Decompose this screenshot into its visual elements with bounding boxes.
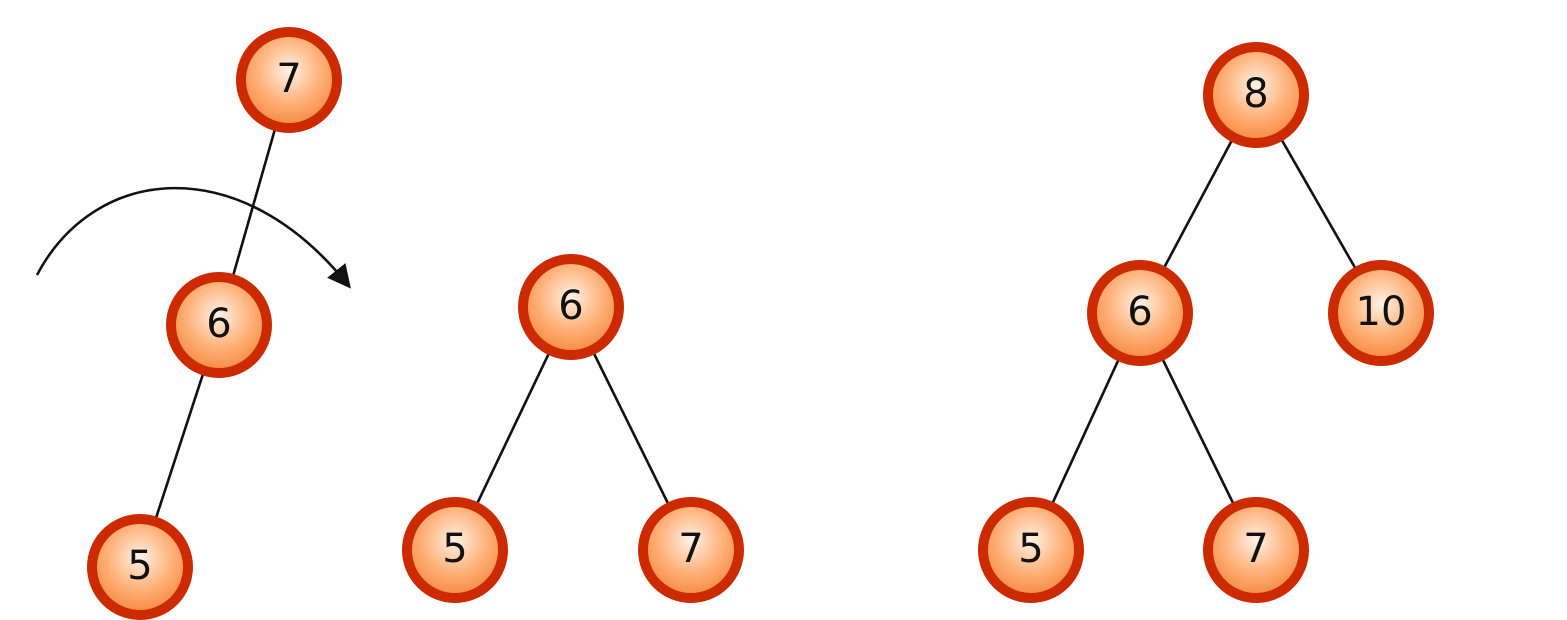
node-label: 7	[276, 56, 301, 102]
tree-node: 7	[638, 497, 744, 603]
tree-node: 8	[1203, 42, 1309, 148]
node-label: 6	[206, 301, 231, 347]
tree-node: 6	[166, 272, 272, 378]
node-circle	[518, 254, 624, 360]
tree-node: 6	[518, 254, 624, 360]
tree-node: 5	[978, 497, 1084, 603]
node-circle	[978, 497, 1084, 603]
node-label: 7	[1243, 526, 1268, 572]
node-label: 10	[1356, 289, 1407, 335]
node-circle	[1203, 497, 1309, 603]
node-circle	[1087, 260, 1193, 366]
tree-node: 7	[236, 27, 342, 133]
node-label: 7	[678, 526, 703, 572]
curved-arrow-icon	[35, 186, 351, 289]
node-circle	[166, 272, 272, 378]
node-label: 5	[442, 526, 467, 572]
tree-node: 6	[1087, 260, 1193, 366]
node-circle	[236, 27, 342, 133]
node-label: 5	[1018, 526, 1043, 572]
node-label: 8	[1243, 71, 1268, 117]
node-label: 6	[1127, 289, 1152, 335]
nodes-layer: 7 6 5 6 5 7 8 6 10 5 7	[87, 27, 1434, 620]
node-circle	[402, 497, 508, 603]
node-label: 6	[558, 283, 583, 329]
node-circle	[87, 514, 193, 620]
tree-node: 5	[402, 497, 508, 603]
tree-node: 10	[1328, 260, 1434, 366]
node-circle	[638, 497, 744, 603]
tree-node: 5	[87, 514, 193, 620]
tree-node: 7	[1203, 497, 1309, 603]
node-circle	[1203, 42, 1309, 148]
node-label: 5	[127, 543, 152, 589]
node-circle	[1328, 260, 1434, 366]
edges-layer	[138, 79, 1383, 568]
